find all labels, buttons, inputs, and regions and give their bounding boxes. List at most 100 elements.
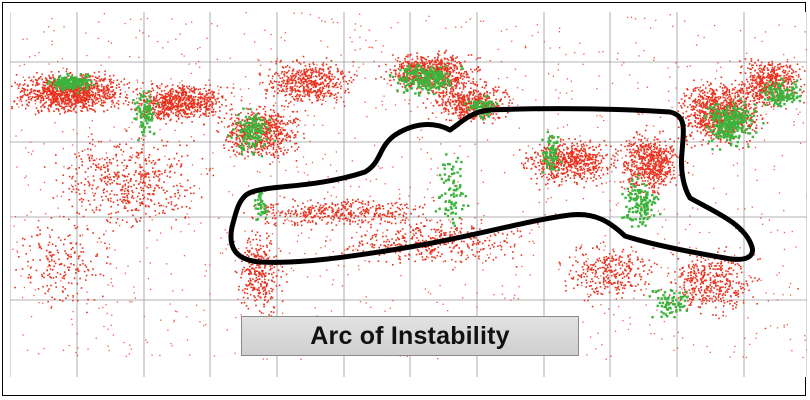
shipping-dot bbox=[27, 94, 29, 97]
shipping-dot bbox=[256, 148, 259, 151]
shipping-dot bbox=[464, 86, 467, 88]
shipping-dot bbox=[671, 164, 674, 166]
shipping-dot bbox=[77, 98, 80, 101]
shipping-dot bbox=[264, 110, 267, 113]
shipping-dot bbox=[631, 174, 633, 177]
shipping-dot bbox=[261, 148, 263, 151]
shipping-dot bbox=[112, 95, 115, 97]
shipping-dot bbox=[52, 93, 55, 95]
shipping-dot bbox=[445, 91, 448, 93]
shipping-dot bbox=[401, 65, 404, 68]
shipping-dot bbox=[271, 126, 274, 129]
shipping-dot bbox=[69, 109, 71, 112]
shipping-dot bbox=[45, 81, 48, 84]
shipping-dot bbox=[302, 95, 304, 97]
shipping-dot bbox=[80, 100, 83, 102]
shipping-dot bbox=[437, 54, 440, 56]
shipping-dot bbox=[82, 103, 84, 105]
shipping-dot bbox=[207, 115, 210, 117]
shipping-dot bbox=[127, 104, 129, 106]
shipping-dot bbox=[571, 166, 573, 169]
shipping-dot bbox=[59, 95, 61, 98]
shipping-dot bbox=[451, 58, 453, 61]
shipping-dot bbox=[634, 141, 636, 144]
shipping-dot bbox=[313, 63, 315, 66]
shipping-dot bbox=[438, 50, 440, 53]
shipping-dot bbox=[285, 88, 288, 90]
shipping-dot bbox=[470, 87, 472, 89]
shipping-dot bbox=[181, 99, 184, 102]
shipping-dot bbox=[553, 175, 555, 178]
shipping-dot bbox=[172, 102, 174, 105]
shipping-dot bbox=[169, 99, 171, 102]
shipping-dot bbox=[598, 145, 600, 148]
shipping-dot bbox=[347, 88, 349, 90]
shipping-dot bbox=[172, 112, 174, 115]
shipping-dot bbox=[314, 85, 316, 87]
shipping-dot bbox=[82, 99, 85, 102]
shipping-dot bbox=[638, 184, 640, 186]
shipping-dot bbox=[318, 75, 321, 77]
shipping-dot bbox=[265, 133, 268, 136]
shipping-dot bbox=[545, 157, 547, 160]
shipping-dot bbox=[157, 116, 159, 118]
shipping-dot bbox=[241, 124, 244, 127]
shipping-dot bbox=[152, 89, 155, 92]
shipping-dot bbox=[577, 173, 579, 175]
shipping-dot bbox=[257, 132, 259, 135]
shipping-dot bbox=[122, 102, 125, 105]
shipping-dot bbox=[106, 109, 109, 111]
shipping-dot bbox=[153, 111, 156, 113]
shipping-dot bbox=[21, 104, 24, 107]
shipping-dot bbox=[314, 82, 317, 84]
shipping-dot bbox=[282, 88, 284, 91]
shipping-dot bbox=[297, 89, 299, 91]
shipping-dot bbox=[204, 110, 207, 113]
shipping-dot bbox=[278, 137, 281, 140]
shipping-dot bbox=[466, 73, 469, 76]
shipping-dot bbox=[11, 107, 13, 110]
shipping-dot bbox=[306, 85, 309, 87]
shipping-dot bbox=[300, 81, 303, 83]
shipping-dot bbox=[31, 83, 34, 86]
shipping-dot bbox=[456, 67, 458, 70]
shipping-dot bbox=[287, 78, 290, 80]
shipping-dot bbox=[307, 89, 310, 92]
shipping-dot bbox=[87, 101, 90, 104]
shipping-dot bbox=[36, 84, 39, 86]
shipping-dot bbox=[240, 112, 242, 114]
shipping-dot bbox=[392, 54, 394, 56]
shipping-dot bbox=[450, 80, 452, 82]
shipping-dot bbox=[264, 118, 266, 120]
shipping-dot bbox=[581, 160, 583, 162]
shipping-dot bbox=[190, 94, 192, 97]
shipping-dot bbox=[673, 166, 675, 169]
shipping-dot bbox=[565, 180, 567, 182]
shipping-dot bbox=[442, 90, 444, 92]
shipping-dot bbox=[88, 89, 90, 91]
shipping-dot bbox=[62, 99, 64, 101]
shipping-dot bbox=[97, 77, 99, 80]
shipping-dot bbox=[208, 112, 210, 114]
shipping-dot bbox=[281, 80, 283, 83]
shipping-dot bbox=[459, 118, 461, 120]
shipping-dot bbox=[239, 134, 241, 137]
shipping-dot bbox=[109, 93, 111, 96]
shipping-dot bbox=[294, 82, 297, 85]
shipping-dot bbox=[155, 112, 158, 115]
shipping-dot bbox=[289, 121, 292, 124]
shipping-dot bbox=[463, 114, 466, 116]
shipping-dot bbox=[268, 68, 271, 71]
shipping-dot bbox=[54, 100, 57, 103]
shipping-dot bbox=[581, 169, 583, 171]
shipping-dot bbox=[583, 145, 585, 147]
shipping-dot bbox=[468, 91, 471, 93]
shipping-dot bbox=[146, 92, 148, 94]
shipping-dot bbox=[39, 92, 42, 94]
shipping-dot bbox=[46, 88, 49, 90]
shipping-dot bbox=[534, 173, 537, 175]
shipping-dot bbox=[61, 102, 63, 105]
shipping-dot bbox=[283, 75, 286, 77]
shipping-dot bbox=[305, 78, 308, 81]
shipping-dot bbox=[117, 100, 120, 102]
